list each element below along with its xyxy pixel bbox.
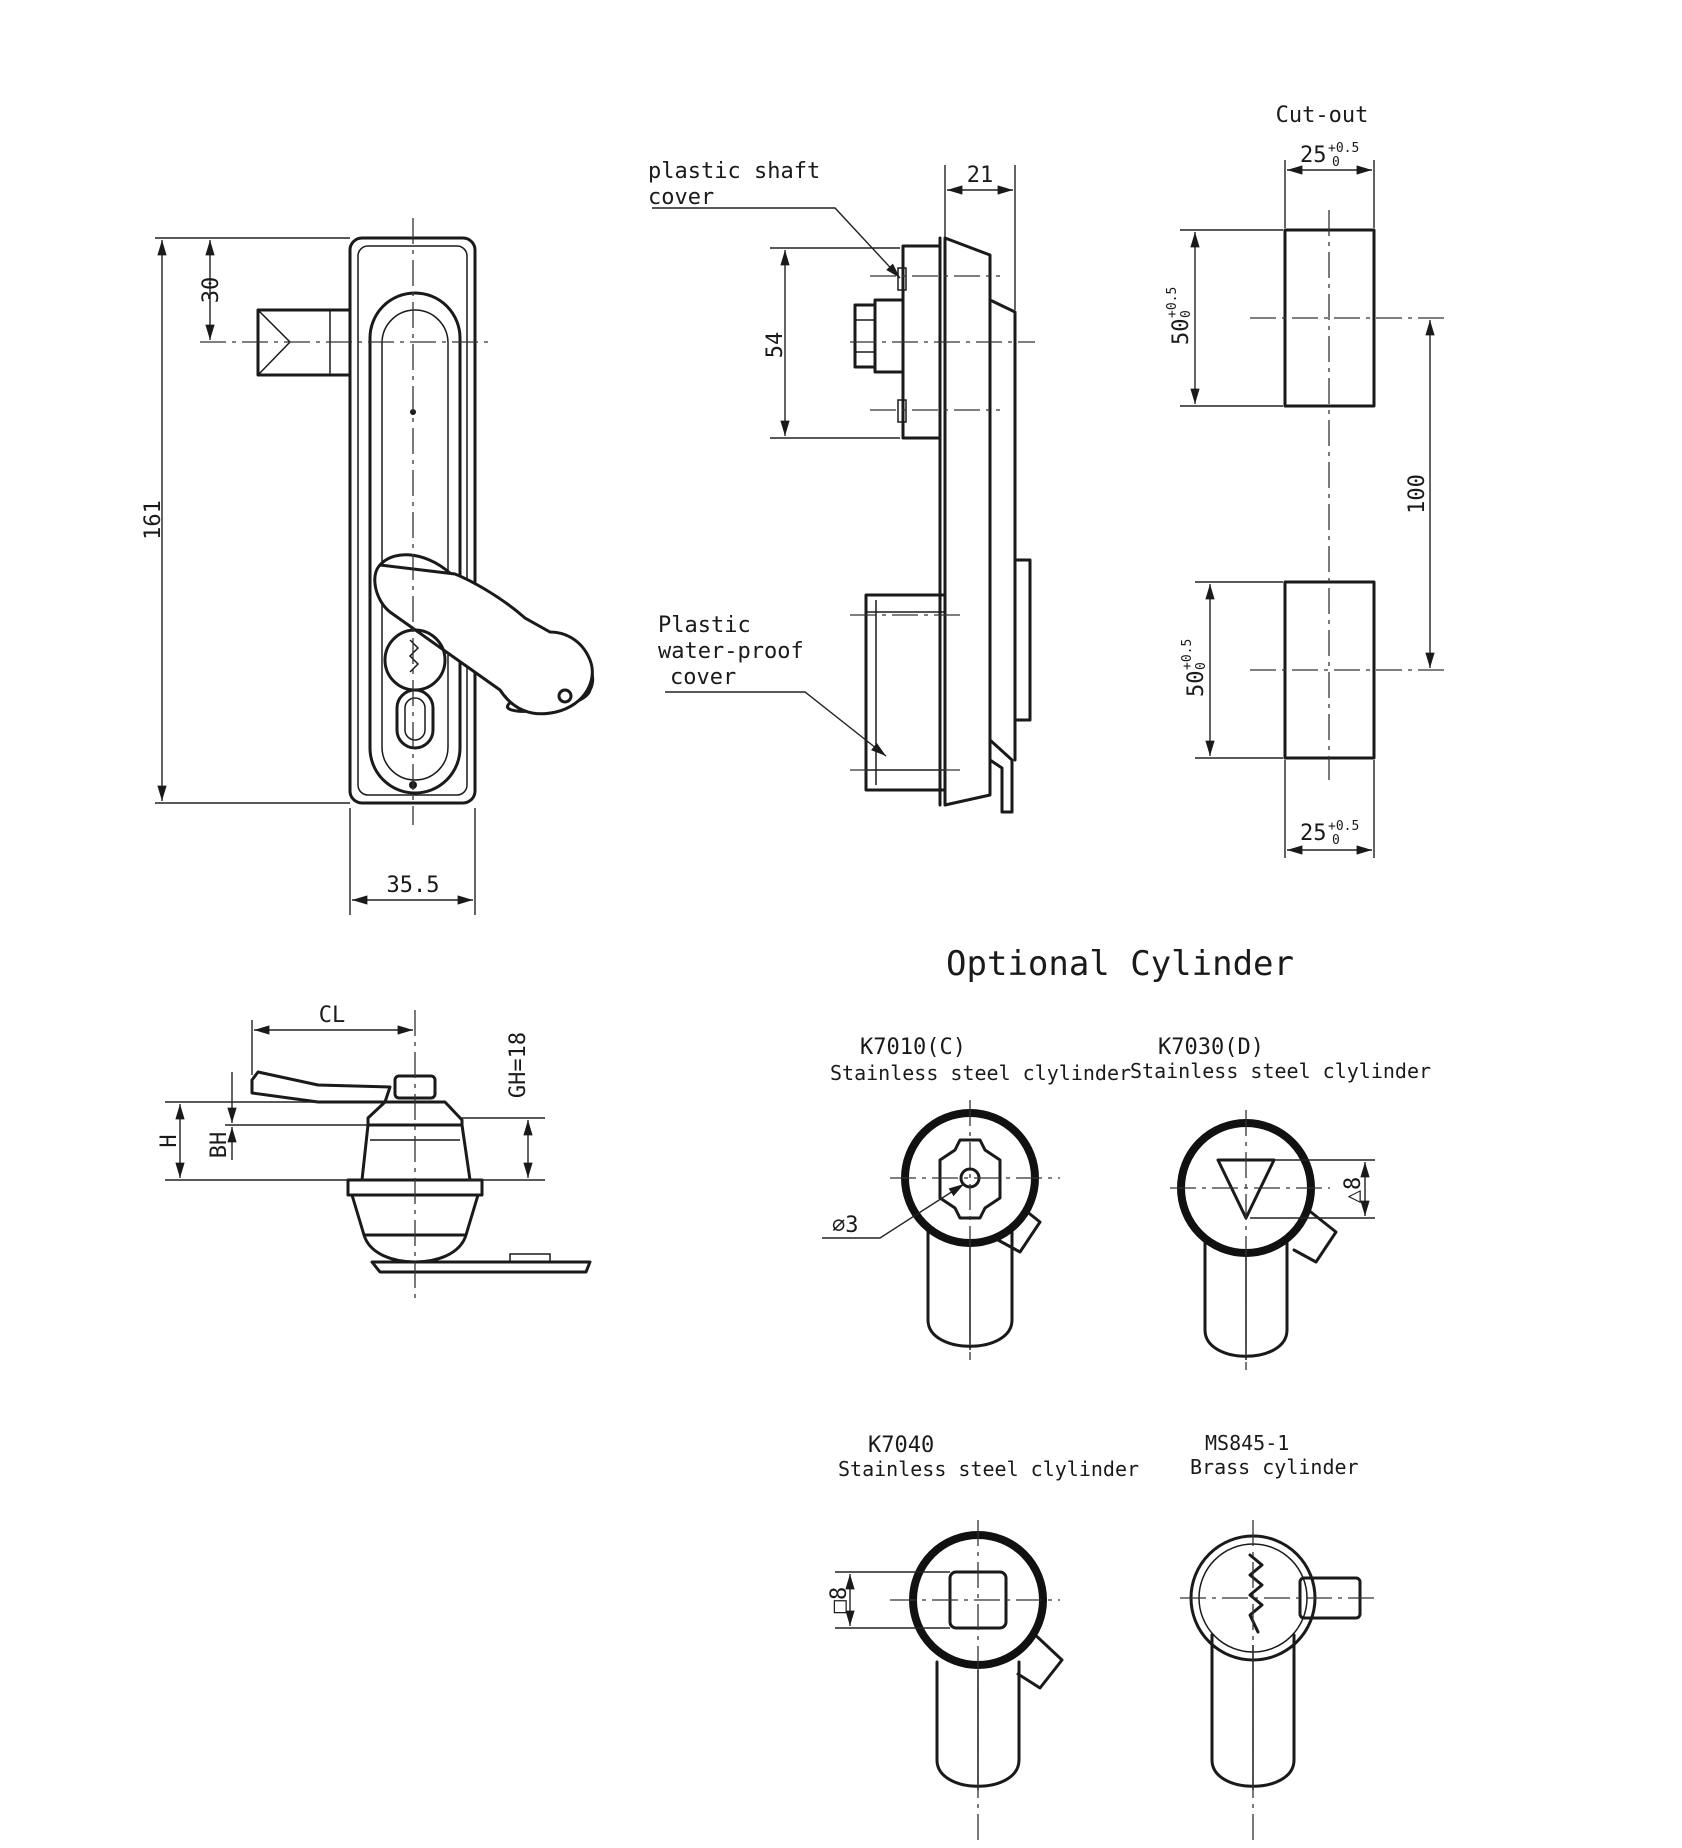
side-shaft-cover xyxy=(853,303,877,369)
bottom-cam xyxy=(370,1260,592,1274)
label-waterproof-3: cover xyxy=(670,665,736,690)
cyl-k7030-code: K7030(D) xyxy=(1158,1035,1264,1060)
label-waterproof-2: water-proof xyxy=(658,639,804,664)
dim-25-bottom-upper-tol: +0.5 xyxy=(1328,819,1359,834)
dim-dia3: ∅3 xyxy=(832,1213,859,1238)
dim-50-lower: 50 xyxy=(1184,671,1209,698)
dim-bh: BH xyxy=(207,1132,232,1159)
front-view: 30 161 35.5 xyxy=(141,218,594,915)
front-grip-recess xyxy=(368,291,462,795)
cutout-view: Cut-out 25 +0.5 0 25 +0.5 0 50 +0.5 0 50… xyxy=(1165,103,1450,858)
dim-30: 30 xyxy=(199,277,224,304)
cylinder-k7010: K7010(C) Stainless steel clylinder ∅3 xyxy=(822,1035,1131,1360)
side-front-plate xyxy=(943,236,992,807)
bottom-lever xyxy=(250,1070,392,1104)
dim-25-bottom: 25 xyxy=(1300,821,1327,846)
cyl-ms845-desc: Brass cylinder xyxy=(1190,1455,1359,1479)
bottom-body xyxy=(360,1123,472,1182)
heading-optional-cylinder: Optional Cylinder xyxy=(946,944,1294,984)
dim-50-upper: 50 xyxy=(1169,319,1194,346)
dim-25-top-lower-tol: 0 xyxy=(1332,155,1340,170)
label-shaft-cover-2: cover xyxy=(648,185,714,210)
dim-h: H xyxy=(157,1134,182,1147)
cyl-k7040-code: K7040 xyxy=(868,1433,934,1458)
bottom-flange xyxy=(346,1178,484,1197)
side-view: 21 54 plastic shaft cover Plastic water-… xyxy=(648,159,1035,814)
front-handle-lever xyxy=(373,563,594,716)
dim-54: 54 xyxy=(763,332,788,359)
dim-25-top: 25 xyxy=(1300,143,1327,168)
cyl-k7010-desc: Stainless steel clylinder xyxy=(830,1061,1131,1085)
label-shaft-cover-1: plastic shaft xyxy=(648,159,820,184)
cyl-k7030-desc: Stainless steel clylinder xyxy=(1130,1059,1431,1083)
dim-25-bottom-lower-tol: 0 xyxy=(1332,833,1340,848)
dim-25-top-upper-tol: +0.5 xyxy=(1328,141,1359,156)
bottom-view: CL GH=18 H BH xyxy=(157,1003,592,1300)
dim-cl: CL xyxy=(319,1003,346,1028)
dim-100: 100 xyxy=(1405,474,1430,514)
label-cutout: Cut-out xyxy=(1276,103,1369,128)
side-waterproof-cover xyxy=(864,593,947,792)
cyl-k7040-desc: Stainless steel clylinder xyxy=(838,1457,1139,1481)
dim-sq8: □8 xyxy=(827,1587,852,1614)
cylinder-k7030: K7030(D) Stainless steel clylinder △8 xyxy=(1130,1035,1431,1370)
handle-pin-icon xyxy=(557,688,573,704)
dim-50-upper-upper-tol: +0.5 xyxy=(1165,287,1180,318)
dim-50-upper-lower-tol: 0 xyxy=(1179,310,1194,318)
dim-21: 21 xyxy=(967,163,994,188)
dim-50-lower-upper-tol: +0.5 xyxy=(1180,639,1195,670)
dim-161: 161 xyxy=(141,500,166,540)
dim-50-lower-lower-tol: 0 xyxy=(1194,662,1209,670)
cyl-k7010-code: K7010(C) xyxy=(860,1035,966,1060)
cyl-ms845-code: MS845-1 xyxy=(1205,1431,1289,1455)
cylinder-k7040: K7040 Stainless steel clylinder □8 xyxy=(827,1433,1139,1840)
dim-gh: GH=18 xyxy=(506,1032,531,1098)
dim-35-5: 35.5 xyxy=(387,873,440,898)
cylinder-ms845: MS845-1 Brass cylinder xyxy=(1180,1431,1380,1840)
dim-tri8: △8 xyxy=(1341,1177,1366,1204)
label-waterproof-1: Plastic xyxy=(658,613,751,638)
